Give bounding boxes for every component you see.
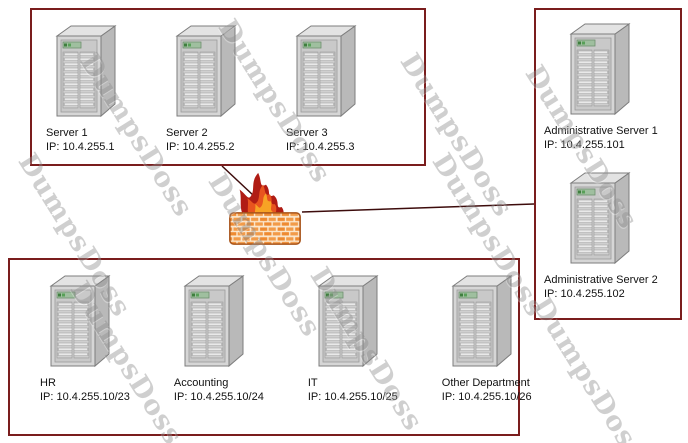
server-ip: IP: 10.4.255.10/25 [307,391,398,404]
node-server-3: Server 3 IP: 10.4.255.3 [286,22,364,164]
node-it: IT IP: 10.4.255.10/25 [308,272,398,434]
server-label: Server 2 IP: 10.4.255.2 [166,126,244,155]
server-name: Other Department [441,377,530,389]
server-ip: IP: 10.4.255.2 [166,141,235,154]
server-label: Server 1 IP: 10.4.255.1 [46,126,124,155]
server-icon [308,272,386,372]
server-label: Accounting IP: 10.4.255.10/24 [174,376,264,405]
server-name: Server 3 [286,127,328,139]
server-ip: IP: 10.4.255.3 [286,141,355,154]
server-ip: IP: 10.4.255.10/23 [40,391,130,404]
server-icon [46,22,124,122]
server-name: Accounting [173,377,229,389]
server-ip: IP: 10.4.255.1 [46,141,115,154]
node-admin-server-1: Administrative Server 1 IP: 10.4.255.101 [544,20,680,153]
server-icon [286,22,364,122]
server-name: Administrative Server 2 [544,273,658,286]
server-ip: IP: 10.4.255.10/24 [173,391,264,404]
server-name: IT [307,377,318,389]
server-label: IT IP: 10.4.255.10/25 [308,376,398,405]
server-name: Server 2 [166,127,208,139]
server-label: Other Department IP: 10.4.255.10/26 [442,376,532,405]
server-icon [40,272,118,372]
node-server-1: Server 1 IP: 10.4.255.1 [46,22,124,164]
node-other-department: Other Department IP: 10.4.255.10/26 [442,272,532,434]
server-ip: IP: 10.4.255.10/26 [441,391,532,404]
node-server-2: Server 2 IP: 10.4.255.2 [166,22,244,164]
server-ip: IP: 10.4.255.101 [544,139,625,152]
connection-line-firewall-rightbox [301,203,535,213]
server-label: Server 3 IP: 10.4.255.3 [286,126,364,155]
connection-line-topbox-firewall [221,165,255,197]
server-label: Administrative Server 2 IP: 10.4.255.102 [544,273,680,302]
server-icon [560,20,638,120]
firewall-icon [224,168,306,250]
server-group-right-box: Administrative Server 1 IP: 10.4.255.101… [534,8,682,320]
server-label: Administrative Server 1 IP: 10.4.255.101 [544,124,680,153]
node-accounting: Accounting IP: 10.4.255.10/24 [174,272,264,434]
server-label: HR IP: 10.4.255.10/23 [40,376,130,405]
node-hr: HR IP: 10.4.255.10/23 [40,272,130,434]
server-icon [442,272,520,372]
server-icon [560,169,638,269]
node-admin-server-2: Administrative Server 2 IP: 10.4.255.102 [544,169,680,302]
server-icon [166,22,244,122]
server-group-bottom-box: HR IP: 10.4.255.10/23 Accounting IP: 10.… [8,258,532,436]
server-group-top-box: Server 1 IP: 10.4.255.1 Server 2 IP: 10.… [30,8,426,166]
server-name: Administrative Server 1 [544,125,658,137]
server-name: Server 1 [46,127,88,139]
server-name: HR [40,377,56,389]
server-icon [174,272,252,372]
server-ip: IP: 10.4.255.102 [544,287,625,300]
